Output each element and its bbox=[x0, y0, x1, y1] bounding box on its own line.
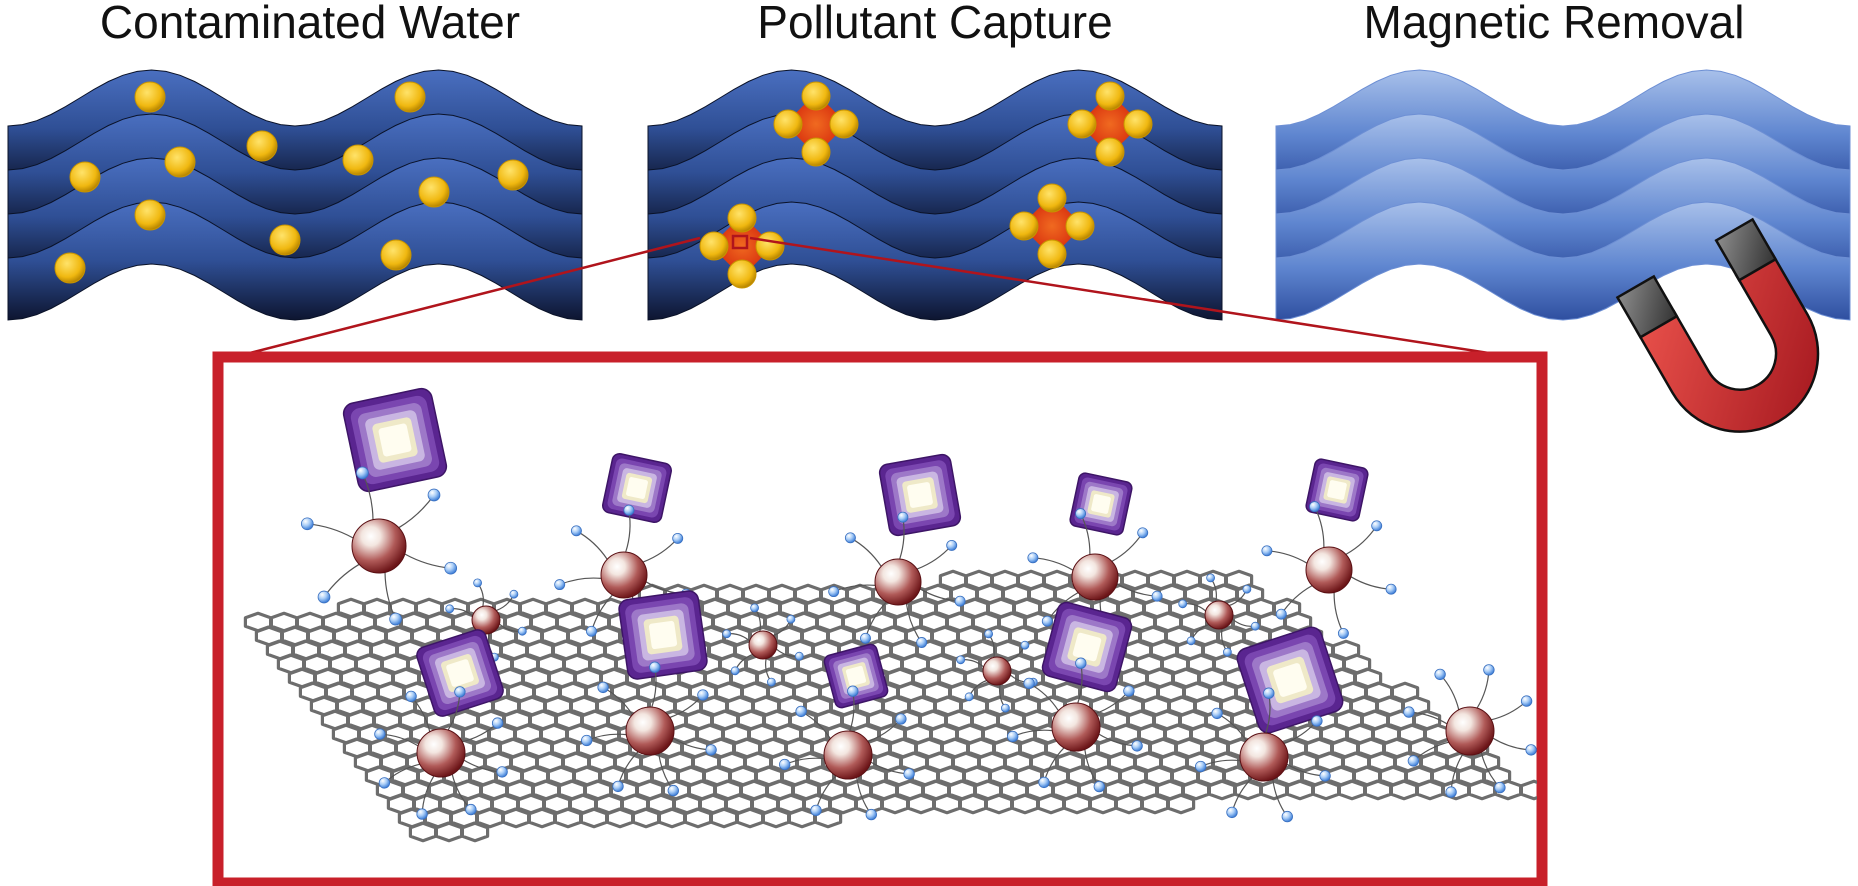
magnet-icon bbox=[1615, 217, 1820, 433]
pollutant-dot-icon bbox=[246, 130, 278, 162]
water-layer bbox=[1275, 201, 1851, 321]
captured-cube-icon bbox=[878, 453, 962, 537]
pollutant-dot-icon bbox=[134, 199, 166, 231]
captured-cube-icon bbox=[823, 643, 889, 709]
nanoparticle-icon bbox=[779, 685, 915, 821]
nanoparticle-assemblies bbox=[300, 387, 1537, 823]
captured-pollutant-cluster bbox=[1067, 81, 1153, 167]
pollutant-dot-icon bbox=[269, 224, 301, 256]
pollutant-dot-icon bbox=[497, 159, 529, 191]
nanoparticle-icon bbox=[722, 603, 804, 687]
nanoparticle-icon bbox=[1027, 508, 1163, 646]
pollutant-dot-icon bbox=[54, 252, 86, 284]
nanoparticle-icon bbox=[828, 511, 966, 648]
nanoparticle-icon bbox=[300, 466, 458, 626]
magnet-pole-right bbox=[1714, 217, 1778, 282]
captured-cube-icon bbox=[1041, 601, 1133, 693]
inset-frame bbox=[212, 351, 1548, 886]
nanoparticle-icon bbox=[374, 686, 508, 820]
pollutant-dot-icon bbox=[134, 81, 166, 113]
captured-cube-icon bbox=[416, 629, 504, 717]
water-panel-contaminated bbox=[7, 69, 583, 321]
nanoparticle-icon bbox=[1178, 573, 1260, 657]
captured-cube-icon bbox=[1236, 626, 1344, 734]
pollutant-dot-icon bbox=[380, 239, 412, 271]
pollutant-dot-icon bbox=[418, 176, 450, 208]
pollutant-particles bbox=[54, 81, 529, 284]
captured-cube-icon bbox=[1069, 472, 1133, 536]
nanoparticle-icon bbox=[581, 661, 717, 797]
zoom-callout bbox=[237, 234, 1509, 358]
panel-title-pollutant-capture: Pollutant Capture bbox=[757, 0, 1113, 48]
panel-title-magnetic-removal: Magnetic Removal bbox=[1363, 0, 1745, 48]
inset-zoom-panel bbox=[212, 351, 1548, 886]
water-layer bbox=[7, 201, 583, 321]
pollutant-dot-icon bbox=[164, 146, 196, 178]
zoom-line-left bbox=[237, 236, 701, 358]
panel-title-contaminated-water: Contaminated Water bbox=[99, 0, 521, 48]
captured-cube-icon bbox=[1305, 458, 1369, 522]
captured-cube-icon bbox=[602, 453, 672, 523]
captured-pollutant-cluster bbox=[773, 81, 859, 167]
water-layers bbox=[7, 69, 1851, 321]
pollutant-dot-icon bbox=[69, 161, 101, 193]
zoom-source-box bbox=[731, 234, 749, 250]
pollutant-dot-icon bbox=[342, 144, 374, 176]
pollutant-dot-icon bbox=[394, 81, 426, 113]
nanoparticle-icon bbox=[1195, 687, 1331, 823]
captured-pollutant-cluster bbox=[699, 203, 785, 289]
nanoparticle-icon bbox=[1261, 501, 1397, 639]
captured-cube-icon bbox=[618, 590, 708, 680]
nanoparticle-icon bbox=[1403, 664, 1537, 798]
captured-pollutants bbox=[699, 81, 1153, 289]
zoom-line-right bbox=[749, 236, 1509, 358]
water-panel-removal bbox=[1275, 69, 1851, 321]
captured-cube-icon bbox=[342, 387, 448, 493]
magnet-pole-left bbox=[1615, 274, 1679, 339]
captured-pollutant-cluster bbox=[1009, 183, 1095, 269]
nanoparticle-icon bbox=[1007, 657, 1143, 793]
